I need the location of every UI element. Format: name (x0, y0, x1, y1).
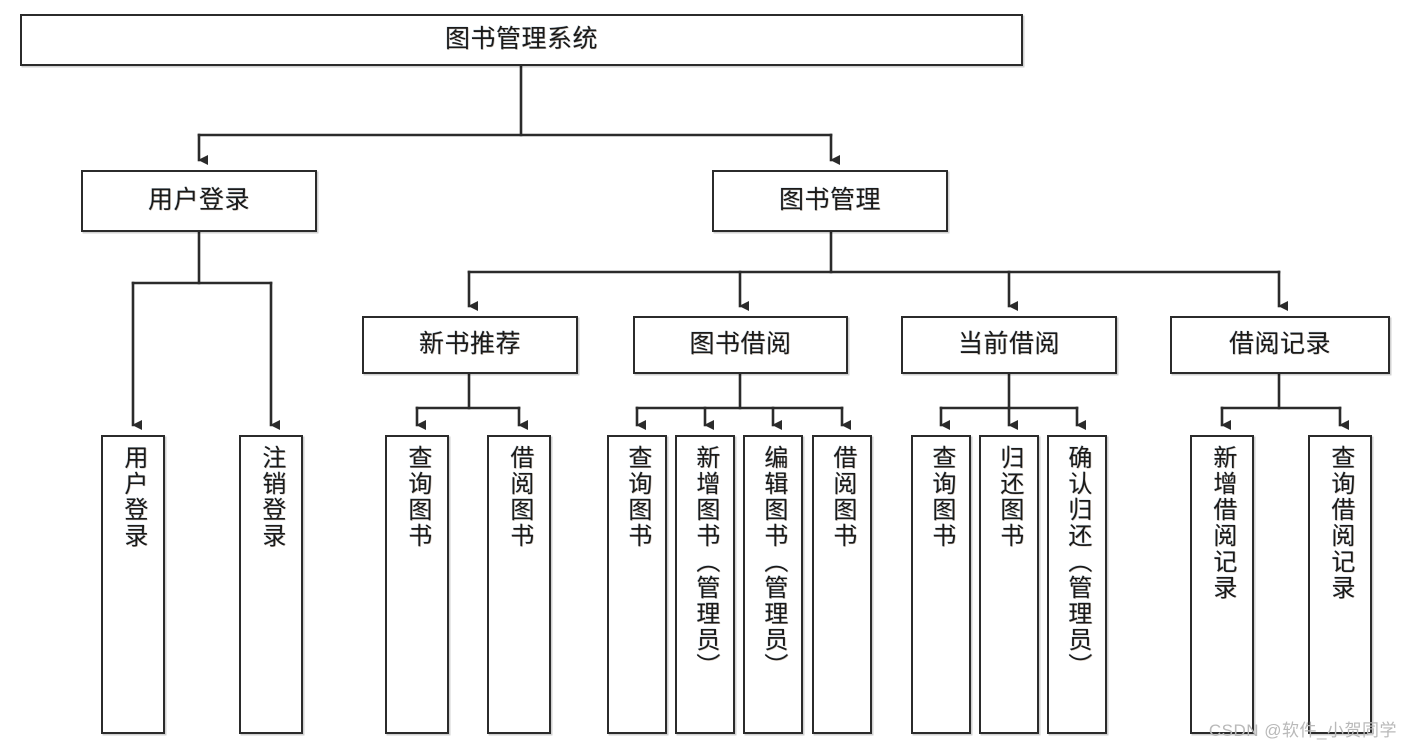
node-label: 用户登录 (147, 186, 250, 215)
leaf-add-borrow-record[interactable]: 新增借阅记录 (1190, 435, 1254, 734)
node-label: 新书推荐 (418, 330, 521, 359)
csdn-watermark: CSDN @软件_小贺同学 (1208, 721, 1397, 740)
leaf-query-book-current[interactable]: 查询图书 (911, 435, 971, 734)
leaf-return-book[interactable]: 归还图书 (979, 435, 1039, 734)
node-label: 图书管理系统 (444, 25, 598, 54)
node-label: 图书借阅 (689, 330, 792, 359)
leaf-borrow-book[interactable]: 借阅图书 (812, 435, 872, 734)
node-label: 借阅图书 (505, 445, 533, 549)
node-label: 新增图书（管理员） (691, 445, 719, 679)
node-new-book-recommend[interactable]: 新书推荐 (362, 316, 578, 374)
node-borrow-record[interactable]: 借阅记录 (1170, 316, 1390, 374)
leaf-add-book-admin[interactable]: 新增图书（管理员） (675, 435, 735, 734)
node-label: 注销登录 (257, 445, 285, 549)
node-book-management[interactable]: 图书管理 (712, 170, 948, 232)
leaf-borrow-book-recommend[interactable]: 借阅图书 (487, 435, 551, 734)
node-root-library-system[interactable]: 图书管理系统 (20, 14, 1023, 66)
leaf-query-borrow-record[interactable]: 查询借阅记录 (1308, 435, 1372, 734)
node-user-login[interactable]: 用户登录 (81, 170, 317, 232)
node-book-borrow[interactable]: 图书借阅 (633, 316, 848, 374)
node-label: 当前借阅 (957, 330, 1060, 359)
node-label: 编辑图书（管理员） (759, 445, 787, 679)
node-label: 用户登录 (119, 445, 147, 549)
node-label: 查询借阅记录 (1326, 445, 1354, 601)
leaf-query-book-borrow[interactable]: 查询图书 (607, 435, 667, 734)
node-label: 确认归还（管理员） (1063, 445, 1091, 679)
node-label: 图书管理 (778, 186, 881, 215)
node-label: 借阅记录 (1228, 330, 1331, 359)
node-label: 归还图书 (995, 445, 1023, 549)
leaf-confirm-return-admin[interactable]: 确认归还（管理员） (1047, 435, 1107, 734)
node-label: 新增借阅记录 (1208, 445, 1236, 601)
node-label: 查询图书 (927, 445, 955, 549)
node-current-borrow[interactable]: 当前借阅 (901, 316, 1117, 374)
leaf-query-book-recommend[interactable]: 查询图书 (385, 435, 449, 734)
node-label: 借阅图书 (828, 445, 856, 549)
node-label: 查询图书 (623, 445, 651, 549)
node-label: 查询图书 (403, 445, 431, 549)
leaf-logout[interactable]: 注销登录 (239, 435, 303, 734)
leaf-edit-book-admin[interactable]: 编辑图书（管理员） (743, 435, 803, 734)
leaf-user-login[interactable]: 用户登录 (101, 435, 165, 734)
